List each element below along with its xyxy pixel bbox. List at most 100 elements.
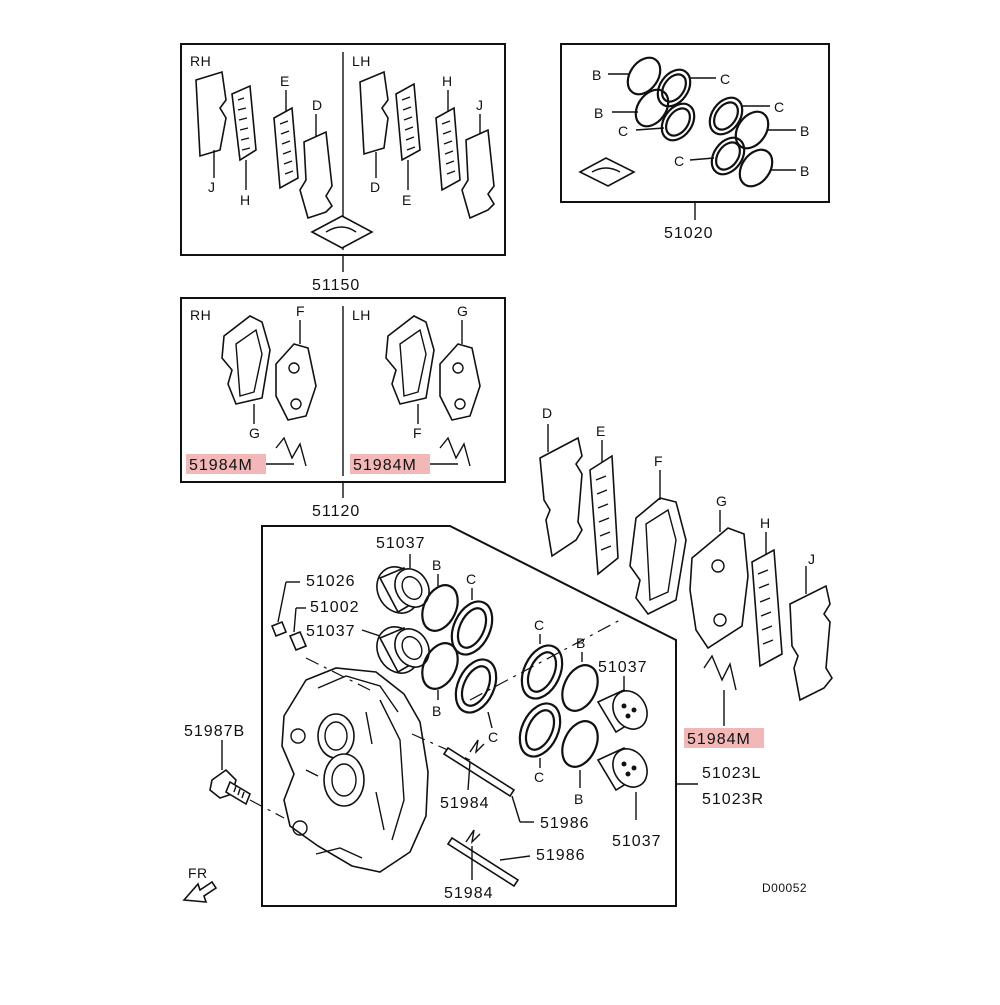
piston-left-lower [376, 626, 430, 674]
letter-c-1: C [720, 71, 731, 87]
bolt-code: 51987B [184, 723, 245, 740]
letter-f-lh: F [413, 425, 422, 441]
front-arrow-icon [182, 880, 218, 903]
letter-b-1: B [592, 67, 602, 83]
grease-packet-seal [578, 157, 636, 187]
letter-d-lh: D [370, 179, 381, 195]
caliper-code-l: 51023L [702, 765, 761, 782]
piston-code-middle: 51037 [306, 623, 356, 640]
exploded-shim-d [539, 436, 583, 558]
plate-g-lh [439, 343, 481, 421]
letter-c-caliper-3: C [534, 617, 545, 633]
letter-b-caliper-3: B [576, 635, 586, 651]
seal-c-4 [710, 136, 746, 176]
exploded-clip [703, 654, 737, 691]
letter-c-3: C [774, 99, 785, 115]
letter-c-4: C [674, 153, 685, 169]
seal-c-right-upper [520, 644, 564, 700]
letter-c-caliper-4: C [534, 769, 545, 785]
seal-b-right-lower [561, 720, 599, 768]
piston-code-top: 51037 [376, 535, 426, 552]
seal-kit-box: B C B C C B C B [560, 43, 830, 203]
clip-code-exploded: 51984M [687, 731, 751, 748]
shim-e-lh [395, 82, 421, 162]
seal-b-4 [738, 148, 774, 188]
seal-kit-code: 51020 [664, 225, 714, 242]
pad-kit-box: RH LH F G 51984M G F 51984M [180, 297, 506, 483]
shim-h-rh [231, 84, 257, 162]
caliper-body [281, 667, 429, 873]
letter-e-lh: E [402, 192, 412, 208]
exploded-pad-stack: D E F G H J 51984M [469, 405, 833, 748]
bleeder-screw-code: 51002 [310, 599, 360, 616]
clip-highlight-exploded [684, 728, 764, 748]
clip-code-rh: 51984M [189, 457, 253, 474]
letter-g-exploded: G [716, 493, 727, 509]
letter-b-3: B [800, 123, 810, 139]
lh-label-pad: LH [352, 307, 371, 323]
letter-d-exploded: D [542, 405, 553, 421]
caliper-frame [261, 525, 677, 907]
seal-b-left-lower [421, 642, 459, 690]
caliper-code-r: 51023R [702, 791, 764, 808]
shim-j-rh [195, 70, 227, 158]
letter-b-caliper-4: B [574, 791, 584, 807]
rh-label-shim: RH [190, 53, 211, 69]
letter-c-caliper-1: C [466, 571, 477, 587]
piston-code-right-upper: 51037 [598, 659, 648, 676]
seal-b-1 [626, 56, 662, 96]
seal-c-right-lower [518, 702, 562, 758]
pad-kit-code: 51120 [312, 503, 360, 520]
clip-lh [439, 436, 471, 467]
seal-c-1 [656, 68, 692, 108]
letter-b-caliper-2: B [432, 703, 442, 719]
shim-kit-box: RH LH J H E D D E H J [180, 43, 506, 256]
pad-f-lh [385, 315, 435, 405]
letter-b-4: B [800, 163, 810, 179]
clip-code-lh: 51984M [353, 457, 417, 474]
letter-h-lh: H [442, 73, 453, 89]
seal-b-right-upper [561, 664, 599, 712]
pad-g-rh [221, 315, 271, 405]
letter-d-rh: D [312, 97, 323, 113]
bleeder-screw [288, 607, 308, 652]
shim-kit-code: 51150 [312, 277, 360, 294]
shim-d-rh [299, 130, 334, 220]
plate-f-rh [275, 343, 317, 421]
piston-right-lower [596, 746, 648, 792]
seal-c-left-upper [450, 600, 494, 656]
exploded-shim-h [751, 548, 783, 668]
letter-j-rh: J [208, 179, 216, 195]
letter-b-caliper-1: B [432, 557, 442, 573]
letter-b-2: B [594, 105, 604, 121]
letter-c-2: C [618, 123, 629, 139]
bleeder-cap-code: 51026 [306, 573, 356, 590]
shim-h-lh [435, 106, 461, 192]
diagram-code: D00052 [762, 881, 807, 895]
seal-b-3 [734, 110, 770, 150]
seal-b-2 [634, 88, 670, 128]
letter-c-caliper-2: C [488, 729, 499, 745]
letter-h-rh: H [240, 192, 251, 208]
pin-lower [446, 829, 520, 888]
piston-left-upper [376, 566, 430, 614]
seal-c-3 [708, 96, 744, 136]
shim-e-rh [273, 106, 299, 190]
pin-upper [442, 739, 516, 798]
letter-f-exploded: F [654, 453, 663, 469]
front-marker: FR [182, 865, 218, 903]
letter-f-rh: F [296, 303, 305, 319]
exploded-shim-j [789, 584, 833, 702]
seal-b-left-upper [421, 584, 459, 632]
seal-c-2 [660, 102, 696, 142]
mounting-bolt [209, 768, 285, 819]
letter-g-lh: G [457, 303, 468, 319]
letter-j-exploded: J [808, 551, 816, 567]
exploded-plate-g [689, 527, 749, 650]
clip-rh [275, 436, 307, 467]
bleeder-cap [270, 581, 300, 638]
lh-label-shim: LH [352, 53, 371, 69]
shim-d-lh [359, 70, 389, 156]
